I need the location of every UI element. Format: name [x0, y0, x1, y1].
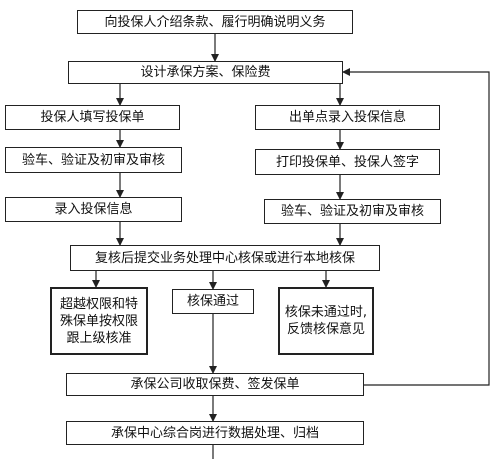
step-disclose: 向投保人介绍条款、履行明确说明义务 [77, 10, 353, 34]
outcome-pass: 核保通过 [172, 289, 254, 314]
right-print-entry: 出单点录入投保信息 [255, 105, 440, 130]
left-enter-info: 录入投保信息 [5, 197, 182, 222]
outcome-exceed: 超越权限和特殊保单按权限跟上级核准 [50, 287, 148, 355]
arrow-feedback-loop [342, 68, 490, 386]
step-archive: 承保中心综合岗进行数据处理、归档 [66, 421, 364, 445]
outcome-fail: 核保未通过时,反馈核保意见 [278, 287, 374, 355]
step-design: 设计承保方案、保险费 [68, 61, 343, 84]
right-inspect: 验车、验证及初审及审核 [264, 199, 441, 224]
left-fill-form: 投保人填写投保单 [5, 105, 180, 130]
right-print-sign: 打印投保单、投保人签字 [255, 149, 440, 175]
step-review: 复核后提交业务处理中心核保或进行本地核保 [70, 245, 380, 271]
step-issue: 承保公司收取保费、签发保单 [66, 373, 364, 396]
left-inspect: 验车、验证及初审及审核 [5, 147, 182, 173]
